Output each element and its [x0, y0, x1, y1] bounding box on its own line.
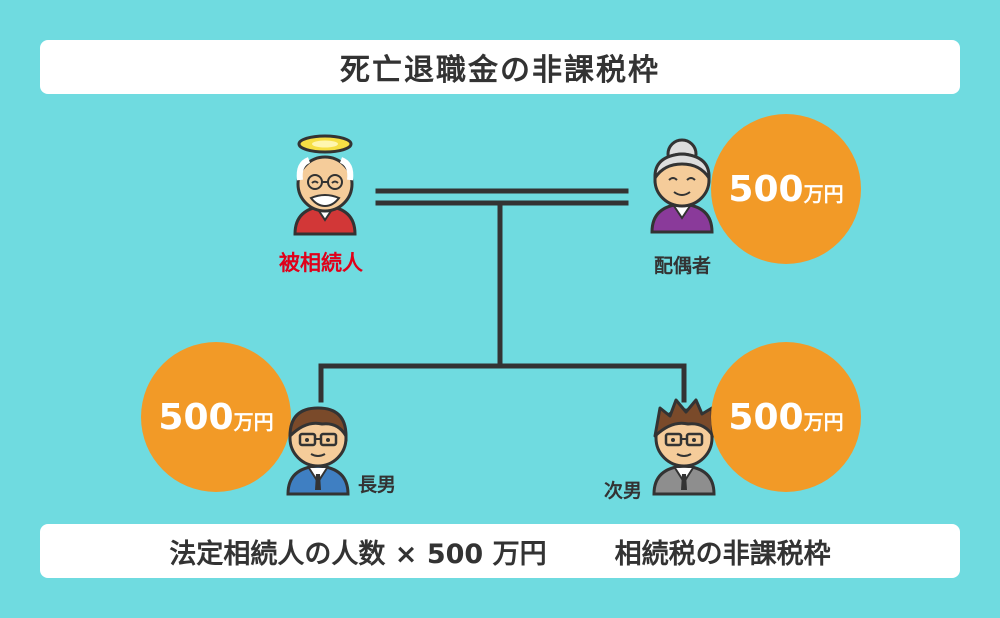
eldest-son-icon	[276, 398, 360, 496]
eldest-son-amount-unit: 万円	[234, 406, 274, 435]
second-son-label: 次男	[604, 476, 642, 503]
spouse-amount-unit: 万円	[804, 178, 844, 207]
second-son-amount-unit: 万円	[804, 406, 844, 435]
formula-left: 法定相続人の人数 × 500 万円	[169, 532, 546, 571]
eldest-son-label: 長男	[358, 470, 396, 497]
formula-right: 相続税の非課税枠	[615, 532, 831, 571]
formula-banner: 法定相続人の人数 × 500 万円 相続税の非課税枠	[40, 524, 960, 578]
spouse-amount: 500	[728, 169, 803, 210]
deceased-label: 被相続人	[279, 247, 363, 277]
spouse-label: 配偶者	[654, 251, 711, 278]
eldest-son-amount: 500	[158, 397, 233, 438]
deceased-icon	[283, 130, 367, 236]
second-son-amount: 500	[728, 397, 803, 438]
